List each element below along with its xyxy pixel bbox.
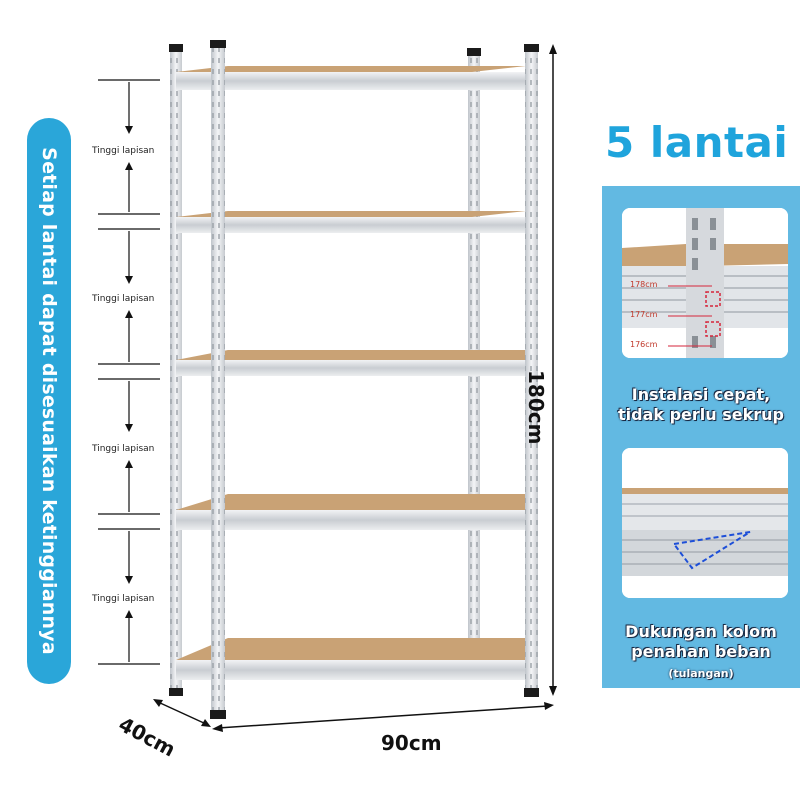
gap-markers xyxy=(98,79,160,665)
layer-height-label: Tinggi lapisan xyxy=(92,444,155,454)
reinforcement-caption: Dukungan kolom penahan beban xyxy=(625,622,777,661)
height-mark-177: 177cm xyxy=(630,310,658,319)
layer-height-label: Tinggi lapisan xyxy=(92,146,155,156)
boltless-detail-image xyxy=(622,208,788,358)
layer-height-label: Tinggi lapisan xyxy=(92,594,155,604)
reinforcement-detail-image xyxy=(622,448,788,598)
layer-height-label: Tinggi lapisan xyxy=(92,294,155,304)
shelf-5 xyxy=(176,638,526,680)
feature-panel: 178cm 177cm 176cm Instalasi cepat, tidak… xyxy=(602,186,800,688)
tier-count-title: 5 lantai xyxy=(605,118,789,167)
shelf-4 xyxy=(176,494,526,530)
boltless-detail-card: 178cm 177cm 176cm xyxy=(622,208,788,358)
height-mark-176: 176cm xyxy=(630,340,658,349)
reinforcement-note: (tulangan) xyxy=(668,667,734,680)
shelf-1 xyxy=(176,66,526,90)
height-mark-178: 178cm xyxy=(630,280,658,289)
height-dimension: 180cm xyxy=(524,370,548,445)
shelf-3 xyxy=(176,350,526,376)
reinforcement-detail-card xyxy=(622,448,788,598)
adjustable-height-banner: Setiap lantai dapat disesuaikan ketinggi… xyxy=(27,118,71,684)
boltless-caption: Instalasi cepat, tidak perlu sekrup xyxy=(618,385,784,424)
shelf-2 xyxy=(176,211,526,233)
width-dimension: 90cm xyxy=(381,731,442,755)
